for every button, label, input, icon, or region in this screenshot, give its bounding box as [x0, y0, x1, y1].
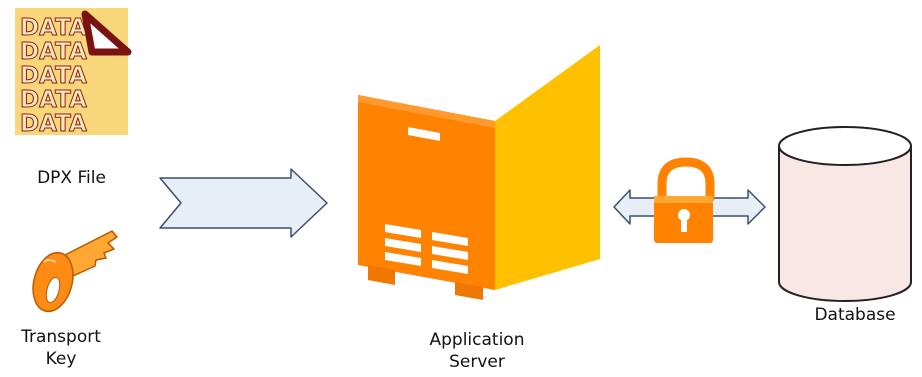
data-line: DATA — [20, 87, 87, 113]
server-slot — [408, 127, 440, 141]
data-line: DATA — [20, 15, 87, 41]
document-data-lines: DATA DATA DATA DATA DATA — [20, 15, 88, 138]
server-front-panel — [358, 95, 495, 290]
database-top — [778, 126, 912, 166]
application-server-label-line1: Application — [429, 330, 525, 350]
folded-corner — [81, 10, 132, 56]
padlock-icon — [654, 157, 715, 243]
database-label: Database — [814, 305, 896, 325]
application-server-label: Application Server — [412, 329, 542, 373]
data-line: DATA — [20, 39, 87, 65]
server-foot — [368, 265, 395, 285]
application-server-label-line2: Server — [449, 352, 505, 372]
database-cylinder-icon — [778, 126, 912, 302]
transport-key-label: Transport Key — [6, 326, 116, 370]
server-side-panel — [495, 45, 600, 290]
transport-key-label-line2: Key — [45, 349, 77, 369]
transport-key-label-line1: Transport — [21, 327, 101, 347]
data-line: DATA — [20, 111, 87, 137]
right-arrow-icon — [159, 168, 328, 238]
server-vents — [385, 224, 468, 274]
key-icon — [32, 230, 118, 313]
server-cabinet-icon — [358, 45, 600, 300]
document-icon: DATA DATA DATA DATA DATA — [15, 8, 132, 138]
server-foot — [455, 282, 483, 300]
dpx-file-label: DPX File — [37, 168, 106, 188]
data-line: DATA — [20, 63, 87, 89]
